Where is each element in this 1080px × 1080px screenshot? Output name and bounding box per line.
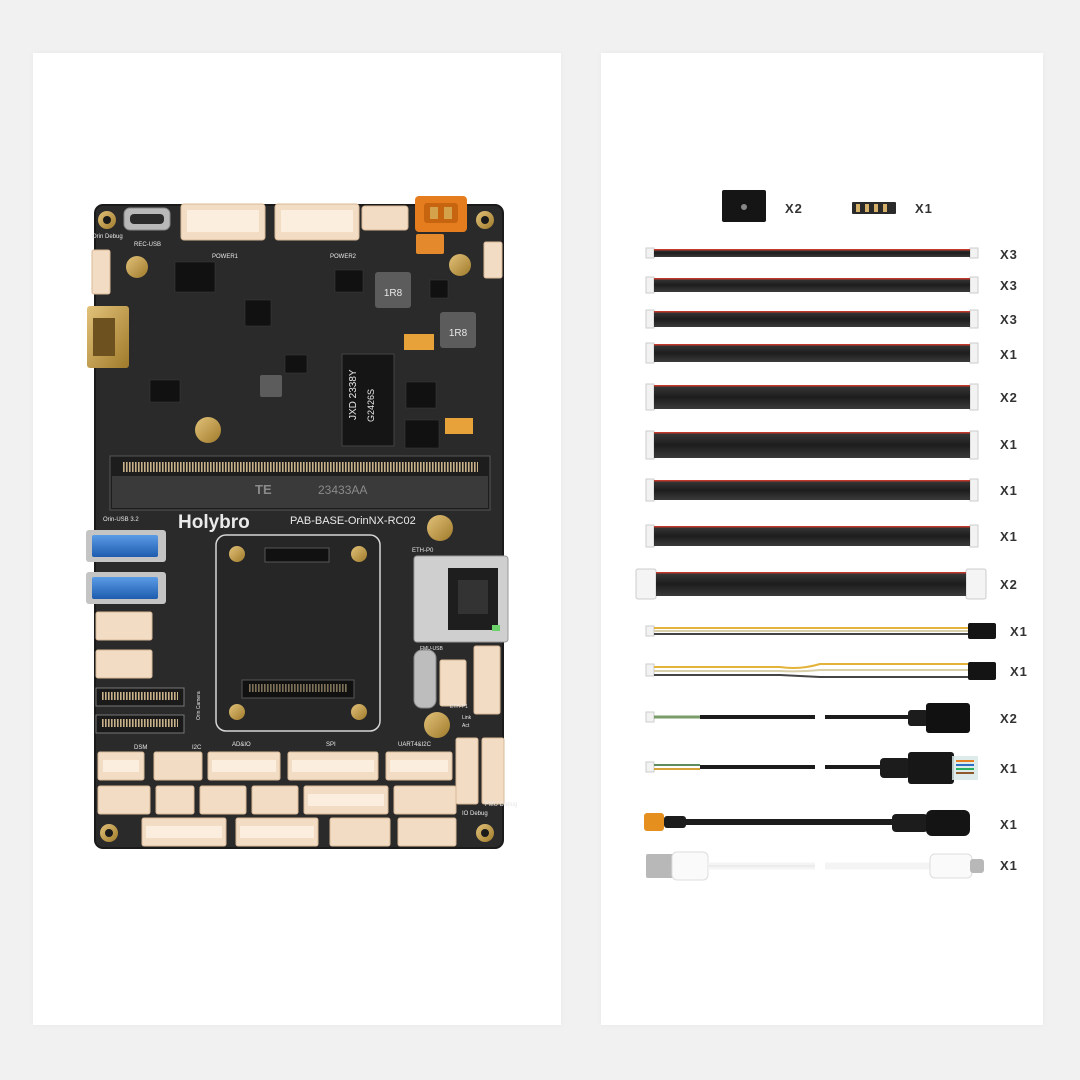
rec-usb-label: REC-USB bbox=[134, 242, 161, 248]
qty-cable-5: X2 bbox=[1000, 390, 1018, 405]
small-top-connector bbox=[361, 205, 409, 231]
inductor-label-1: 1R8 bbox=[384, 288, 403, 299]
power1-label: POWER1 bbox=[212, 254, 239, 260]
chip-text-1: JXD 2338Y bbox=[348, 369, 359, 420]
adio-label: AD&IO bbox=[232, 742, 251, 748]
orin-usb-label: Orin-USB 3.2 bbox=[103, 517, 139, 523]
accessories: X2 X1 X3 X3 X3 X1 X2 bbox=[635, 190, 1028, 881]
servo-cable-1 bbox=[645, 623, 996, 639]
i2c-label: I2C bbox=[192, 745, 202, 751]
cable-6 bbox=[645, 430, 979, 460]
brand-logo: Holybro bbox=[178, 512, 250, 533]
eth-p1-label: ETH-P1 bbox=[450, 704, 468, 710]
cable-4 bbox=[645, 342, 979, 364]
usb-a-cable bbox=[645, 703, 970, 733]
inductor-label-2: 1R8 bbox=[449, 328, 468, 339]
side-connector bbox=[483, 241, 503, 279]
qty-usb-c-cable: X1 bbox=[1000, 858, 1018, 873]
qty-cable-8: X1 bbox=[1000, 529, 1018, 544]
fmu-usb-port bbox=[413, 649, 437, 709]
usb-a-ports bbox=[86, 530, 166, 604]
fmu-usb-label: FMU-USB bbox=[420, 646, 443, 652]
capacitors bbox=[404, 334, 473, 434]
orin-module-area bbox=[215, 534, 381, 732]
power2-label: POWER2 bbox=[330, 254, 357, 260]
connector-openings bbox=[103, 760, 448, 838]
cable-2 bbox=[645, 276, 979, 294]
power2-connector bbox=[274, 203, 360, 241]
chip-text-2: G2426S bbox=[366, 389, 376, 422]
usb-c-cable bbox=[646, 851, 984, 881]
cable-8 bbox=[645, 524, 979, 548]
inductors bbox=[260, 272, 476, 397]
eth-p0-label: ETH-P0 bbox=[412, 548, 434, 554]
right-side-connector bbox=[473, 645, 501, 715]
xt30-barrel-cable bbox=[644, 810, 970, 836]
connector-code: 23433AA bbox=[318, 483, 367, 497]
board-model: PAB-BASE-OrinNX-RC02 bbox=[290, 515, 416, 527]
cable-1 bbox=[645, 247, 979, 259]
hdmi-port bbox=[87, 306, 129, 368]
qty-cable-4: X1 bbox=[1000, 347, 1018, 362]
fmu-debug-label: FMU Debug bbox=[485, 802, 517, 808]
components bbox=[149, 261, 449, 449]
qty-usb-a-cable: X2 bbox=[1000, 711, 1018, 726]
spi-label: SPI bbox=[326, 742, 336, 748]
pin-header bbox=[852, 202, 896, 214]
servo-cable-2 bbox=[645, 662, 996, 680]
module-connector: TE 23433AA bbox=[109, 455, 491, 511]
cable-5 bbox=[645, 383, 979, 411]
qty-cable-3: X3 bbox=[1000, 312, 1018, 327]
te-logo: TE bbox=[255, 482, 272, 497]
qty-cable-6: X1 bbox=[1000, 437, 1018, 452]
qty-servo-cable-1: X1 bbox=[1010, 624, 1028, 639]
flight-controller-module bbox=[722, 190, 766, 222]
qty-rj45-cable: X1 bbox=[1000, 761, 1018, 776]
eth-p1-connector bbox=[439, 659, 467, 707]
qty-cable-9: X2 bbox=[1000, 577, 1018, 592]
qty-cable-2: X3 bbox=[1000, 278, 1018, 293]
orin-debug-connector bbox=[91, 249, 111, 295]
carrier-board: 1R8 1R8 JXD 2338Y G2426S TE 23433AA Holy… bbox=[86, 196, 517, 849]
dsm-label: DSM bbox=[134, 745, 147, 751]
orin-debug-label: Orin Debug bbox=[92, 234, 123, 240]
cable-7 bbox=[645, 478, 979, 502]
orin-camera-label: Orin Camera bbox=[196, 691, 202, 720]
qty-pin-header: X1 bbox=[915, 201, 933, 216]
ethernet-transformer: JXD 2338Y G2426S bbox=[341, 353, 395, 447]
uart4-label: UART4&I2C bbox=[398, 742, 432, 748]
qty-flight-controller-module: X2 bbox=[785, 201, 803, 216]
left-jst-connectors bbox=[95, 611, 153, 679]
rj45-cable bbox=[645, 752, 978, 784]
camera-connectors bbox=[95, 687, 185, 734]
cable-9 bbox=[635, 568, 987, 600]
qty-servo-cable-2: X1 bbox=[1010, 664, 1028, 679]
power1-connector bbox=[180, 203, 266, 241]
qty-cable-7: X1 bbox=[1000, 483, 1018, 498]
act-label: Act bbox=[462, 723, 470, 729]
qty-xt30-barrel-cable: X1 bbox=[1000, 817, 1018, 832]
cable-3 bbox=[645, 309, 979, 329]
qty-cable-1: X3 bbox=[1000, 247, 1018, 262]
pcb bbox=[95, 205, 503, 848]
link-label: Link bbox=[462, 715, 472, 721]
ethernet-port bbox=[413, 555, 509, 643]
io-debug-label: IO Debug bbox=[462, 811, 488, 817]
xt30-connector bbox=[415, 196, 467, 254]
